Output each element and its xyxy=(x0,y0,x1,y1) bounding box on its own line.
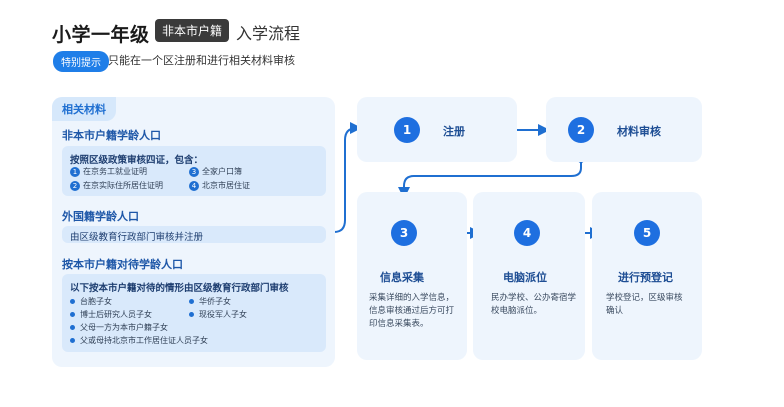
list-item: 现役军人子女 xyxy=(189,309,247,320)
step-desc-preregister: 学校登记，区级审核确认 xyxy=(606,293,683,316)
bullet-icon xyxy=(189,312,194,317)
step-number-5: 5 xyxy=(634,220,660,246)
number-badge: 1 xyxy=(70,166,80,177)
step-number-3: 3 xyxy=(391,220,417,246)
section-title-nonlocal: 非本市户籍学龄人口 xyxy=(62,129,161,142)
list-item: 台胞子女 xyxy=(70,296,112,307)
materials-tag: 相关材料 xyxy=(52,97,116,121)
treated-local-requirements-box xyxy=(62,274,326,352)
list-item: 博士后研究人员子女 xyxy=(70,309,152,320)
foreign-requirements-text: 由区级教育行政部门审核并注册 xyxy=(70,232,204,243)
tip-tag: 特别提示 xyxy=(53,51,109,72)
step-number-1: 1 xyxy=(394,117,420,143)
residence-badge: 非本市户籍 xyxy=(155,19,230,42)
step-label-lottery: 电脑派位 xyxy=(503,271,547,284)
number-badge: 4 xyxy=(189,180,199,191)
step-desc-collect: 采集详细的入学信息，信息审核通过后方可打印信息采集表。 xyxy=(369,293,455,329)
section-title-treated-local: 按本市户籍对待学龄人口 xyxy=(62,258,183,271)
number-badge: 3 xyxy=(189,166,199,177)
number-badge: 2 xyxy=(70,180,80,191)
step-label-review: 材料审核 xyxy=(617,125,661,138)
step-card-register xyxy=(357,97,517,162)
bullet-icon xyxy=(70,312,75,317)
step-label-preregister: 进行预登记 xyxy=(618,271,673,284)
bullet-icon xyxy=(70,325,75,330)
step-desc-lottery: 民办学校、公办寄宿学校电脑派位。 xyxy=(491,293,577,316)
bullet-icon xyxy=(70,338,75,343)
foreign-requirements-box xyxy=(62,226,326,243)
connector-review-to-collect xyxy=(398,160,582,199)
connector-materials-to-register xyxy=(333,122,362,233)
nonlocal-requirements-heading: 按照区级政策审核四证，包含： xyxy=(70,155,204,166)
step-number-4: 4 xyxy=(514,220,540,246)
page-title: 小学一年级 xyxy=(52,24,150,46)
step-card-collect xyxy=(357,192,467,360)
page-subtitle: 入学流程 xyxy=(236,24,301,43)
bullet-icon xyxy=(189,299,194,304)
bullet-icon xyxy=(70,299,75,304)
list-item: 父母一方为本市户籍子女 xyxy=(70,322,168,333)
treated-local-heading: 以下按本市户籍对待的情形由区级教育行政部门审核 xyxy=(70,283,289,294)
step-label-register: 注册 xyxy=(443,125,465,138)
section-title-foreign: 外国籍学龄人口 xyxy=(62,210,139,223)
step-number-2: 2 xyxy=(568,117,594,143)
list-item: 华侨子女 xyxy=(189,296,231,307)
list-item: 父或母持北京市工作居住证人员子女 xyxy=(70,335,208,346)
tip-text: 只能在一个区注册和进行相关材料审核 xyxy=(108,54,295,67)
step-label-collect: 信息采集 xyxy=(380,271,424,284)
